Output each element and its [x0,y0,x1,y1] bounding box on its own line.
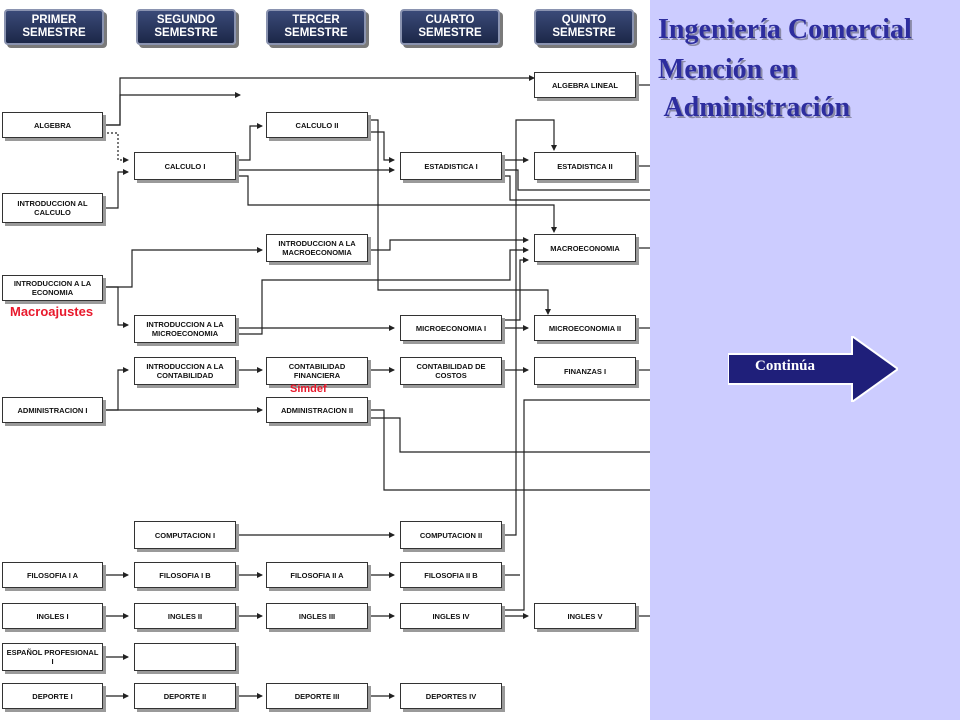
annotation-macroajustes: Macroajustes [10,304,94,319]
course-espanol-2-blank [134,643,236,671]
course-filosofia-1a: FILOSOFIA I A [2,562,103,588]
annotation-simdef: Simdef [290,383,327,395]
course-ingles-1: INGLES I [2,603,103,629]
course-macroeconomia: MACROECONOMIA [534,234,636,262]
course-algebra-lineal: ALGEBRA LINEAL [534,72,636,98]
course-algebra: ALGEBRA [2,112,103,138]
course-computacion-2: COMPUTACION II [400,521,502,549]
course-deporte-3: DEPORTE III [266,683,368,709]
connector [368,237,529,251]
title-line-1: Ingeniería Comercial [658,14,912,45]
connector [103,247,263,288]
semester-header-5: QUINTO SEMESTRE [534,9,634,45]
continue-arrow-button[interactable] [728,336,898,402]
connector [236,123,263,161]
connector [368,131,395,163]
course-deportes-4: DEPORTES IV [400,683,502,709]
course-deporte-1: DEPORTE I [2,683,103,709]
title-line-2: Mención en [658,54,798,85]
curriculum-diagram: PRIMER SEMESTRE SEGUNDO SEMESTRE TERCER … [2,9,650,709]
course-estadistica-1: ESTADISTICA I [400,152,502,180]
semester-header-2: SEGUNDO SEMESTRE [136,9,236,45]
prerequisite-connectors [103,75,650,699]
course-microeconomia-1: MICROECONOMIA I [400,315,502,341]
connector [502,257,529,321]
course-intro-microeconomia: INTRODUCCION A LA MICROECONOMIA [134,315,236,343]
connector [368,417,650,453]
course-filosofia-2a: FILOSOFIA II A [266,562,368,588]
course-deporte-2: DEPORTE II [134,683,236,709]
course-administracion-2: ADMINISTRACION II [266,397,368,423]
course-computacion-1: COMPUTACION I [134,521,236,549]
course-espanol: ESPAÑOL PROFESIONAL I [2,643,103,671]
course-ingles-2: INGLES II [134,603,236,629]
course-intro-macroeconomia: INTRODUCCION A LA MACROECONOMIA [266,234,368,262]
course-contabilidad-costos: CONTABILIDAD DE COSTOS [400,357,502,385]
connector [103,286,129,328]
course-calculo-1: CALCULO I [134,152,236,180]
connector [502,175,650,201]
connector [236,175,557,233]
connector [103,367,129,411]
connector [103,169,129,209]
course-ingles-4: INGLES IV [400,603,502,629]
course-finanzas-1: FINANZAS I [534,357,636,385]
semester-header-1: PRIMER SEMESTRE [4,9,104,45]
semester-header-4: CUARTO SEMESTRE [400,9,500,45]
course-intro-contabilidad: INTRODUCCION A LA CONTABILIDAD [134,357,236,385]
connector [103,92,241,126]
course-administracion-1: ADMINISTRACION I [2,397,103,423]
connector [502,399,650,611]
course-ingles-3: INGLES III [266,603,368,629]
course-contabilidad-financiera: CONTABILIDAD FINANCIERA [266,357,368,385]
course-intro-calculo: INTRODUCCION AL CALCULO [2,193,103,223]
connector [502,169,650,191]
connector [368,119,551,315]
connector [236,247,529,335]
arrow-right-icon [728,336,898,402]
course-microeconomia-2: MICROECONOMIA II [534,315,636,341]
course-filosofia-1b: FILOSOFIA I B [134,562,236,588]
course-filosofia-2b: FILOSOFIA II B [400,562,502,588]
course-ingles-5: INGLES V [534,603,636,629]
title-line-3: Administración [658,92,851,123]
connector [103,132,129,163]
continue-label[interactable]: Continúa [754,358,816,374]
connector [368,409,650,491]
course-intro-economia: INTRODUCCION A LA ECONOMIA [2,275,103,301]
course-calculo-2: CALCULO II [266,112,368,138]
course-estadistica-2: ESTADISTICA II [534,152,636,180]
connector [502,119,557,536]
semester-header-3: TERCER SEMESTRE [266,9,366,45]
